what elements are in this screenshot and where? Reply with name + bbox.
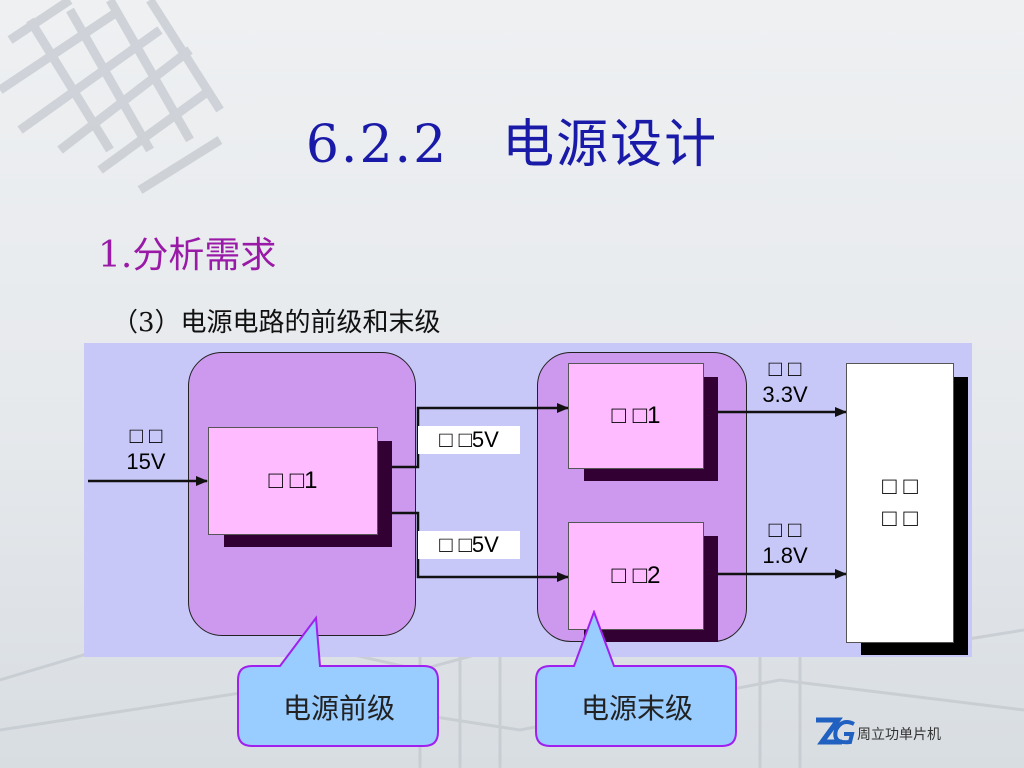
callout-front-stage (237, 615, 439, 747)
mid-voltage-label-top: □ □5V (418, 426, 520, 454)
section-heading: 1.分析需求 (98, 235, 277, 276)
zlg-logo-text: 周立功单片机 (857, 727, 941, 743)
decorative-pattern-top-left (0, 0, 224, 194)
callout-end-stage (535, 610, 737, 747)
load-block: □ □ □ □ (846, 363, 954, 643)
mid-voltage-label-bottom: □ □5V (418, 531, 520, 559)
output-voltage-label-bottom: □ □ 1.8V (762, 517, 808, 568)
stage2-block1: □ □1 (568, 363, 704, 469)
callout-front-stage-label: 电源前级 (282, 692, 395, 725)
output-voltage-label-top: □ □ 3.3V (762, 356, 808, 407)
callout-end-stage-label: 电源末级 (580, 692, 693, 725)
stage2-block2: □ □2 (568, 522, 704, 630)
sub-heading: （3）电源电路的前级和末级 (112, 308, 441, 338)
zlg-logo-icon (816, 717, 855, 745)
slide-title: 6.2.2 电源设计 (305, 115, 719, 175)
stage1-block: □ □1 (208, 427, 378, 535)
input-voltage-label: □ □ 15V (126, 423, 166, 474)
